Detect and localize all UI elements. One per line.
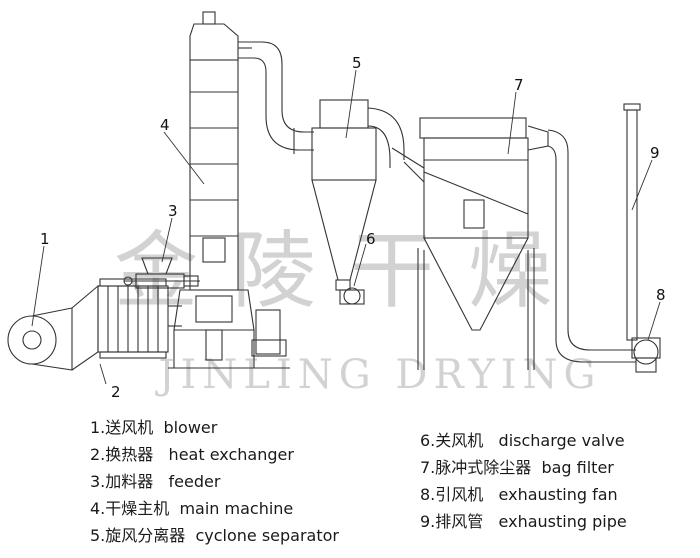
feeder bbox=[123, 257, 200, 289]
process-diagram: 金陵干燥 JINLING DRYING bbox=[7, 11, 666, 400]
legend-left: 1.送风机 blower 2.换热器 heat exchanger 3.加料器 … bbox=[90, 414, 339, 549]
callout-3: 3 bbox=[168, 202, 178, 220]
bag-filter bbox=[417, 117, 549, 370]
callout-6: 6 bbox=[366, 230, 376, 248]
leader-lines bbox=[31, 69, 661, 385]
legend-item-blower: 1.送风机 blower bbox=[90, 418, 218, 437]
callout-labels: 1 2 3 4 5 6 7 8 9 bbox=[40, 54, 666, 400]
main-machine bbox=[168, 11, 290, 369]
legend-item-cyclone-separator: 5.旋风分离器 cyclone separator bbox=[90, 526, 339, 545]
callout-4: 4 bbox=[160, 116, 170, 134]
duct-tower-to-cyclone bbox=[238, 41, 314, 154]
callout-1: 1 bbox=[40, 230, 50, 248]
watermark-latin: JINLING DRYING bbox=[155, 352, 602, 398]
legend-item-heat-exchanger: 2.换热器 heat exchanger bbox=[90, 445, 294, 464]
heat-exchanger bbox=[71, 278, 182, 371]
legend-item-feeder: 3.加料器 feeder bbox=[90, 472, 221, 491]
callout-7: 7 bbox=[514, 76, 524, 94]
exhausting-fan bbox=[631, 337, 661, 373]
callout-8: 8 bbox=[656, 286, 666, 304]
callout-2: 2 bbox=[111, 383, 121, 400]
callout-9: 9 bbox=[650, 144, 660, 162]
callout-5: 5 bbox=[352, 54, 362, 72]
watermark-chinese: 金陵干燥 bbox=[114, 222, 586, 320]
exhausting-pipe bbox=[623, 103, 641, 341]
duct-filter-to-fan bbox=[547, 129, 636, 363]
legend-item-main-machine: 4.干燥主机 main machine bbox=[90, 499, 294, 518]
duct-cyclone-to-filter bbox=[391, 147, 425, 183]
blower bbox=[7, 307, 73, 371]
legend-item-discharge-valve: 6.关风机 discharge valve bbox=[420, 431, 625, 450]
legend-item-bag-filter: 7.脉冲式除尘器 bag filter bbox=[420, 458, 614, 477]
legend-item-exhausting-fan: 8.引风机 exhausting fan bbox=[420, 485, 618, 504]
discharge-valve bbox=[335, 279, 365, 305]
legend-item-exhausting-pipe: 9.排风管 exhausting pipe bbox=[420, 512, 627, 531]
legend-right: 6.关风机 discharge valve 7.脉冲式除尘器 bag filte… bbox=[420, 427, 627, 535]
